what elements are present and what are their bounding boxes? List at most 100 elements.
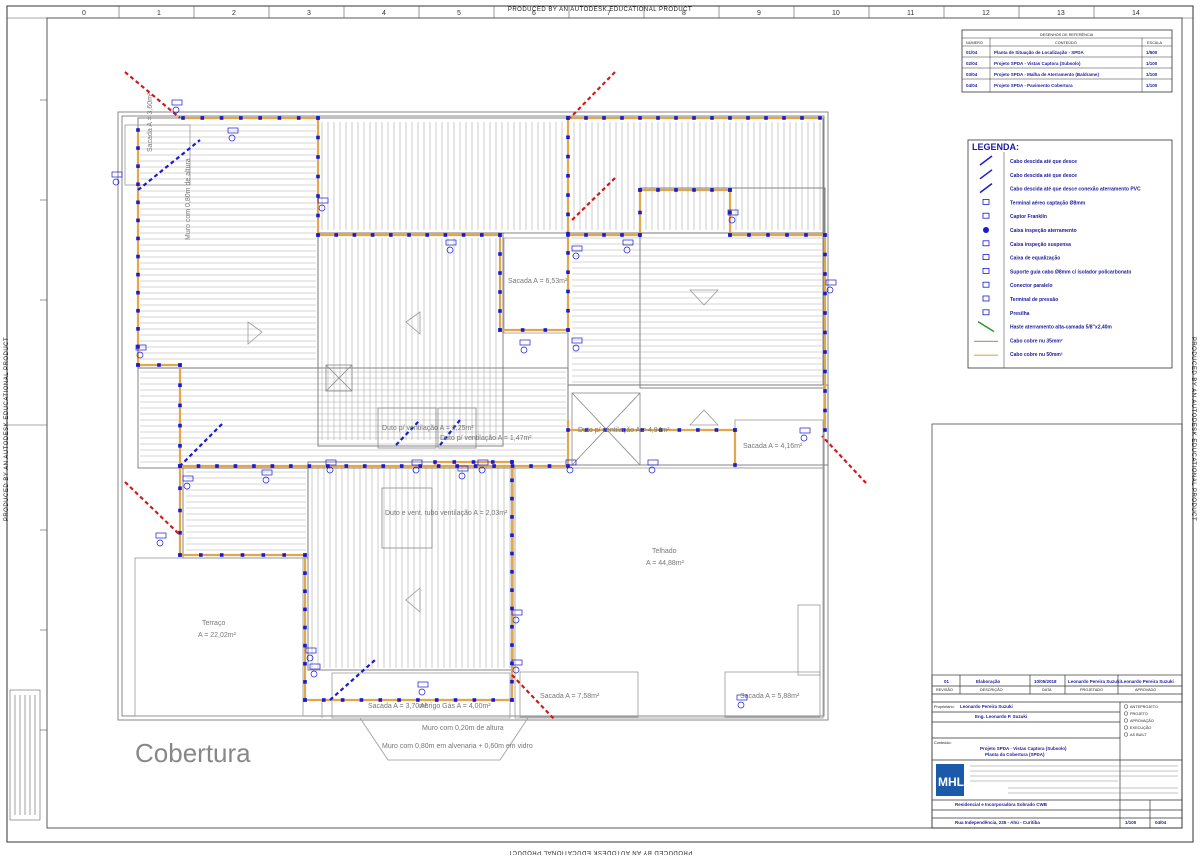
cable-supports — [136, 116, 827, 702]
room-muro-bottom1: Muro com 0,20m de altura — [422, 725, 504, 732]
legend-item-10: Terminal de pressão — [982, 295, 1058, 303]
legend-item-3: Terminal aéreo captação Ø8mm — [982, 198, 1086, 206]
room-sacada-bottom1: Sacada A = 3,70m² — [368, 703, 428, 710]
room-muro-bottom2: Muro com 0,80m em alvenaria + 0,60m em v… — [382, 743, 533, 750]
legend-symbol-3 — [982, 198, 990, 205]
status-label-4: AS BUILT — [1130, 733, 1147, 737]
legend-symbol-8 — [982, 267, 990, 274]
legend-symbol-1 — [979, 169, 993, 180]
ref-row-2-col-1: Projeto SPDA - Malha de Aterramento (Bal… — [994, 72, 1099, 77]
legend-item-5: Caixa inspeção aterramento — [983, 227, 1077, 234]
legend-item-8: Suporte guia cabo Ø8mm c/ isolador polic… — [982, 267, 1131, 275]
tb-rev-4: Leonardo Pereira Suzuki — [1121, 679, 1174, 684]
legend-symbol-2 — [979, 183, 993, 194]
legend-label-0: Cabo descida até que desce — [1010, 159, 1077, 165]
status-radio-1 — [1123, 711, 1129, 716]
room-terraco-area: A = 22,02m² — [198, 632, 237, 639]
ducts — [325, 364, 641, 549]
stamp-bottom-text: PRODUCED BY AN AUTODESK EDUCATIONAL PROD… — [507, 849, 693, 855]
slope-arrows — [247, 289, 719, 613]
logo-text: MHL — [938, 775, 964, 789]
grid-col-10: 10 — [832, 10, 840, 17]
ref-h0: NÚMERO — [966, 40, 983, 45]
status-radio-0 — [1123, 704, 1129, 709]
legend-label-6: Caixa inspeção suspensa — [1010, 242, 1071, 248]
room-sacada-bottom3: Sacada A = 5,88m² — [740, 693, 800, 700]
tb-revh-0: REVISÃO — [936, 687, 953, 692]
tb-revh-4: APROVADO — [1135, 688, 1156, 692]
status-radio-3 — [1123, 725, 1129, 730]
tb-rev-3: Leonardo Pereira Suzuki — [1068, 679, 1121, 684]
legend-symbol-12 — [977, 320, 995, 333]
legend-item-7: Caixa de equalização — [982, 254, 1060, 262]
tb-rev-1: Elaboração — [976, 679, 1001, 684]
legend-label-12: Haste aterramento alta-camada 5/8"x2,40m — [1010, 325, 1112, 331]
ref-row-0-col-0: 01/04 — [966, 50, 978, 55]
legend-item-6: Caixa inspeção suspensa — [982, 240, 1071, 248]
legend-title: LEGENDA: — [972, 142, 1019, 152]
grid-col-6: 6 — [532, 10, 536, 17]
legend-item-11: Presilha — [982, 309, 1030, 317]
ref-row-0-col-1: Planta de Situação de Localização - SPDA — [994, 50, 1085, 55]
roof-boundaries — [137, 117, 829, 671]
status-radio-4 — [1123, 732, 1129, 737]
tb-rev-2: 10/05/2018 — [1034, 679, 1057, 684]
grid-row-ticks — [7, 99, 47, 731]
ref-row-2-col-2: 1/100 — [1146, 72, 1158, 77]
room-telhado: Telhado — [652, 548, 677, 555]
grid-col-14: 14 — [1132, 10, 1140, 17]
legend-symbol-9 — [982, 281, 990, 288]
ref-h1: CONTEÚDO — [1055, 40, 1077, 45]
ref-row-1-col-0: 02/04 — [966, 61, 978, 66]
ref-row-2-col-0: 03/04 — [966, 72, 978, 77]
ref-row-3-col-1: Projeto SPDA - Pavimento Cobertura — [994, 83, 1073, 88]
legend-symbol-7 — [982, 254, 990, 261]
title-block — [931, 423, 1183, 829]
grid-col-7: 7 — [607, 10, 611, 17]
tb-content-label: Conteúdo: — [934, 741, 952, 745]
grid-col-13: 13 — [1057, 10, 1065, 17]
legend-symbol-4 — [982, 212, 990, 219]
sheet-frame-outer — [6, 5, 1194, 843]
tb-address: Rua Independência, 235 - Ahú - Curitiba — [955, 820, 1040, 825]
left-stamp-block — [9, 689, 41, 821]
room-sacada-right: Sacada A = 4,16m² — [743, 443, 803, 450]
tb-revh-3: PROJETADO — [1080, 688, 1103, 692]
room-duto2: Duto p/ ventilação A = 1,47m² — [440, 435, 532, 442]
room-telhado-area: A = 44,88m² — [646, 560, 685, 567]
room-duto1: Duto p/ ventilação A = 2,25m² — [382, 425, 474, 432]
tb-content-2: Planta da Cobertura (SPDA) — [985, 752, 1045, 757]
tb-rev-0: 01 — [944, 679, 950, 684]
legend-label-8: Suporte guia cabo Ø8mm c/ isolador polic… — [1010, 269, 1131, 275]
ref-row-3-col-2: 1/100 — [1146, 83, 1158, 88]
legend-symbol-5 — [983, 227, 989, 233]
stamp-top: PRODUCED BY AN AUTODESK EDUCATIONAL PROD… — [0, 0, 1200, 18]
room-sacada-top-left: Sacada A = 3,60m² — [147, 92, 154, 152]
grid-col-11: 11 — [907, 10, 914, 17]
room-sacada-bottom2: Sacada A = 7,58m² — [540, 693, 600, 700]
grid-col-2: 2 — [232, 10, 236, 17]
legend-label-5: Caixa inspeção aterramento — [1010, 228, 1077, 234]
legend-label-7: Caixa de equalização — [1010, 256, 1060, 262]
stamp-top-text: PRODUCED BY AN AUTODESK EDUCATIONAL PROD… — [507, 7, 693, 13]
legend-symbol-6 — [982, 240, 990, 247]
roof-hatch — [140, 122, 822, 668]
grid-col-5: 5 — [457, 10, 461, 17]
legend-label-14: Cabo cobre nu 50mm² — [1010, 352, 1063, 358]
status-label-1: PROJETO — [1130, 712, 1148, 716]
legend-symbol-0 — [979, 155, 993, 166]
legend-label-3: Terminal aéreo captação Ø8mm — [1010, 200, 1086, 206]
legend-item-14: Cabo cobre nu 50mm² — [974, 352, 1063, 358]
company-logo: MHL — [936, 764, 964, 796]
down-conductors — [124, 71, 867, 721]
tb-sheet: 04/04 — [1155, 820, 1167, 825]
legend-label-13: Cabo cobre nu 35mm² — [1010, 338, 1063, 344]
title-block-fine-print — [970, 765, 1178, 794]
legend: LEGENDA: Cabo descida até que desceCabo … — [967, 139, 1173, 369]
room-terraco: Terraço — [202, 620, 225, 627]
equipment-markers — [111, 99, 837, 709]
legend-item-12: Haste aterramento alta-camada 5/8"x2,40m — [977, 320, 1112, 333]
tb-scale: 1/100 — [1125, 820, 1137, 825]
grid-col-4: 4 — [382, 10, 386, 17]
ref-h2: ESCALA — [1147, 41, 1162, 45]
